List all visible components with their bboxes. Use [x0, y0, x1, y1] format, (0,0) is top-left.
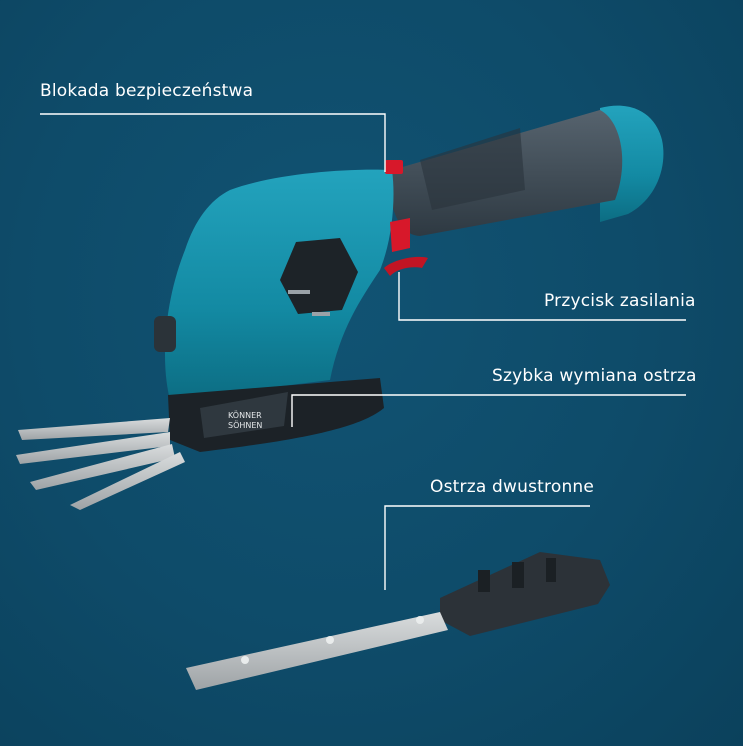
leader-safety-lock [40, 113, 386, 172]
callout-double-sided-blades: Ostrza dwustronne [430, 477, 595, 497]
hedge-blade-mount [440, 552, 610, 636]
callout-quick-blade-change: Szybka wymiana ostrza [492, 366, 697, 386]
callout-safety-lock: Blokada bezpieczeństwa [40, 81, 254, 101]
tool-body [165, 169, 394, 400]
safety-lock-switch [385, 160, 403, 174]
hedge-blade-teeth [186, 612, 448, 690]
brand-line-2: SÖHNEN [228, 420, 262, 430]
brand-line-1: KÖNNER [228, 410, 262, 420]
hedge-blade [186, 552, 610, 690]
leader-blades [384, 505, 590, 590]
brand-plate [200, 392, 288, 438]
grass-shears: KÖNNER SÖHNEN [16, 105, 664, 510]
side-button [154, 316, 176, 352]
leader-power-button [398, 272, 686, 321]
callout-power-button: Przycisk zasilania [544, 291, 696, 311]
power-trigger [390, 218, 410, 252]
callout-leader-lines [40, 113, 686, 590]
blade-release-knob [280, 238, 358, 314]
grass-blade [16, 418, 185, 510]
leader-quick-change [291, 394, 686, 427]
